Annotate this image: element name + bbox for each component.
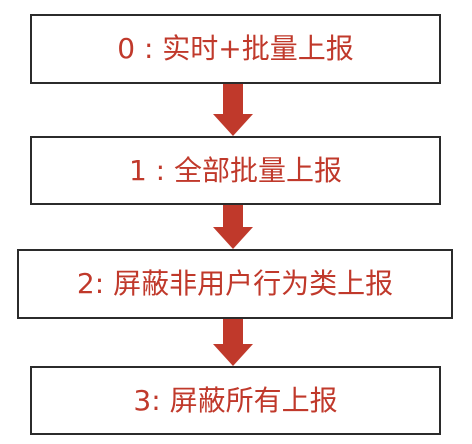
arrow-shaft xyxy=(223,84,243,114)
level-3-label: 3: 屏蔽所有上报 xyxy=(133,383,338,417)
arrow-shaft xyxy=(223,319,243,344)
down-arrow-icon xyxy=(213,319,253,366)
level-2-box: 2: 屏蔽非用户行为类上报 xyxy=(17,249,453,319)
level-1-box: 1 : 全部批量上报 xyxy=(30,136,441,205)
arrow-head xyxy=(213,227,253,249)
level-1-label: 1 : 全部批量上报 xyxy=(128,153,343,187)
arrow-shaft xyxy=(223,205,243,227)
level-3-box: 3: 屏蔽所有上报 xyxy=(30,366,441,435)
down-arrow-icon xyxy=(213,84,253,136)
arrow-head xyxy=(213,114,253,136)
down-arrow-icon xyxy=(213,205,253,249)
level-0-box: 0 : 实时+批量上报 xyxy=(30,14,441,84)
level-2-label: 2: 屏蔽非用户行为类上报 xyxy=(76,267,394,300)
arrow-head xyxy=(213,344,253,366)
level-0-label: 0 : 实时+批量上报 xyxy=(117,32,354,65)
